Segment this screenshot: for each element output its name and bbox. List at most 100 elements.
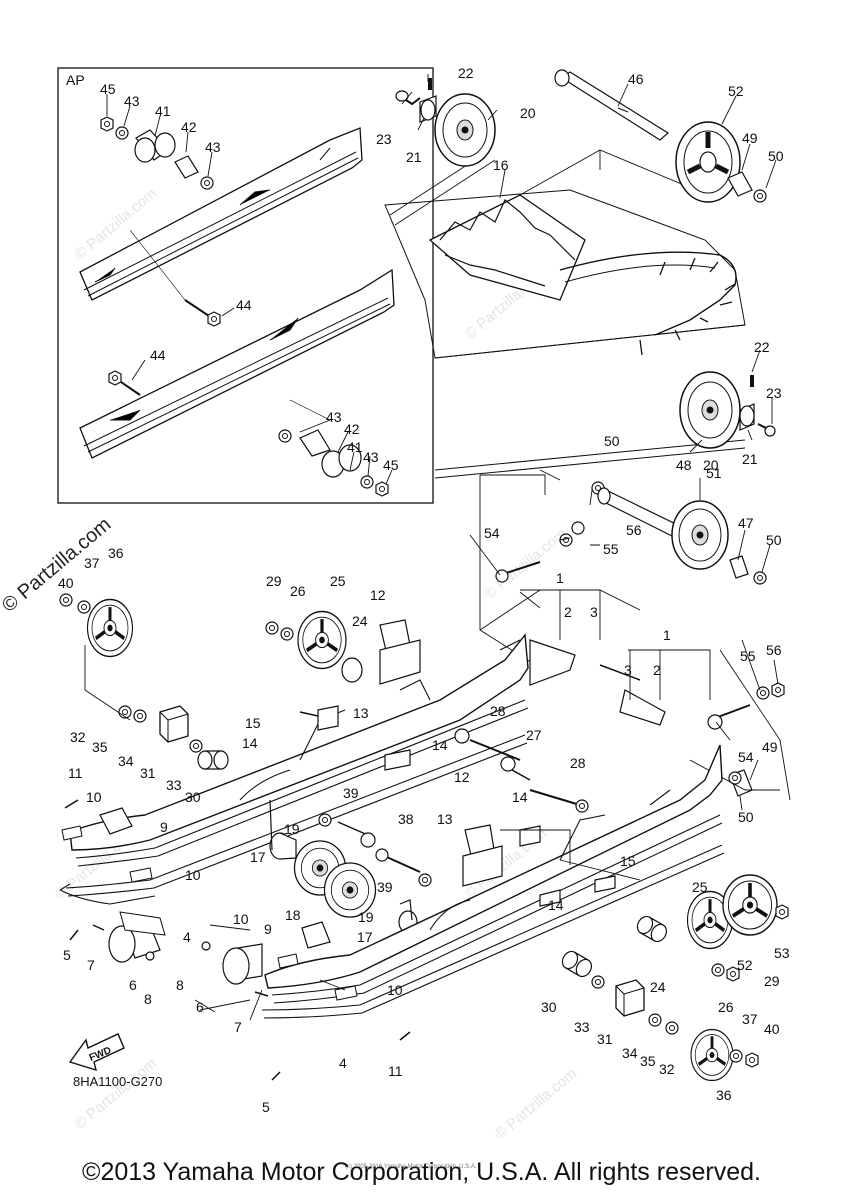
callout-number: 16 <box>493 157 509 173</box>
callout-number: 12 <box>370 587 386 603</box>
callout-number: 42 <box>344 421 360 437</box>
callout-number: 28 <box>570 755 586 771</box>
callout-number: 34 <box>118 753 134 769</box>
callout-number: 13 <box>353 705 369 721</box>
callout-number: 10 <box>86 789 102 805</box>
callout-number: 14 <box>548 897 564 913</box>
callout-number: 32 <box>659 1061 675 1077</box>
callout-number: 55 <box>603 541 619 557</box>
left-rail <box>59 593 779 1083</box>
callout-number: 13 <box>437 811 453 827</box>
callout-number: 17 <box>357 929 373 945</box>
inset-label: AP <box>66 72 85 88</box>
callout-number: 14 <box>242 735 258 751</box>
callout-number: 55 <box>740 648 756 664</box>
callout-number: 24 <box>352 613 368 629</box>
callout-number: 23 <box>766 385 782 401</box>
callout-number: 50 <box>768 148 784 164</box>
callout-number: 50 <box>604 433 620 449</box>
callout-number: 32 <box>70 729 86 745</box>
callout-number: 6 <box>129 977 137 993</box>
callout-number: 46 <box>628 71 644 87</box>
callout-number: 21 <box>742 451 758 467</box>
callout-number: 44 <box>236 297 252 313</box>
callout-number: 29 <box>266 573 282 589</box>
callout-number: 3 <box>624 662 632 678</box>
callout-number: 38 <box>398 811 414 827</box>
callout-number: 5 <box>262 1099 270 1115</box>
callout-number: 40 <box>764 1021 780 1037</box>
callout-number: 36 <box>108 545 124 561</box>
callout-number: 40 <box>58 575 74 591</box>
callout-number: 39 <box>343 785 359 801</box>
callout-number: 1 <box>663 627 671 643</box>
callout-number: 6 <box>196 999 204 1015</box>
callout-number: 35 <box>640 1053 656 1069</box>
callout-number: 8 <box>144 991 152 1007</box>
callout-number: 20 <box>520 105 536 121</box>
callout-number: 43 <box>124 93 140 109</box>
right-rail <box>69 591 789 1081</box>
callout-number: 37 <box>84 555 100 571</box>
callout-number: 41 <box>347 439 363 455</box>
callout-number: 10 <box>185 867 201 883</box>
fwd-arrow-icon: FWD <box>68 1033 125 1072</box>
callout-number: 23 <box>376 131 392 147</box>
callout-number: 28 <box>490 703 506 719</box>
callout-number: 21 <box>406 149 422 165</box>
callout-number: 25 <box>692 879 708 895</box>
callout-number: 2 <box>653 662 661 678</box>
tiny-credit: (c) 2005-2016 Yamaha Motor Corporation, … <box>345 1164 477 1170</box>
callout-number: 22 <box>458 65 474 81</box>
callout-number: 33 <box>166 777 182 793</box>
callout-number: 54 <box>738 749 754 765</box>
callout-number: 56 <box>766 642 782 658</box>
callout-number: 36 <box>716 1087 732 1103</box>
callout-number: 54 <box>484 525 500 541</box>
callout-number: 10 <box>233 911 249 927</box>
callout-number: 7 <box>87 957 95 973</box>
callout-number: 11 <box>388 1063 403 1079</box>
callout-number: 31 <box>140 765 156 781</box>
callout-number: 45 <box>100 81 116 97</box>
callout-number: 29 <box>764 973 780 989</box>
callout-number: 53 <box>774 945 790 961</box>
track-assembly <box>384 149 746 479</box>
callout-number: 17 <box>250 849 266 865</box>
callout-number: 25 <box>330 573 346 589</box>
callout-number: 35 <box>92 739 108 755</box>
callout-number: 56 <box>626 522 642 538</box>
callout-number: 50 <box>738 809 754 825</box>
callout-number: 14 <box>432 737 448 753</box>
callout-number: 42 <box>181 119 197 135</box>
callout-number: 31 <box>597 1031 613 1047</box>
callout-number: 52 <box>737 957 753 973</box>
callout-number: 15 <box>245 715 261 731</box>
callout-number: 51 <box>706 465 722 481</box>
callout-number: 45 <box>383 457 399 473</box>
callout-number: 22 <box>754 339 770 355</box>
callout-number: 30 <box>185 789 201 805</box>
inset-ap: AP <box>57 67 434 504</box>
callout-number: 43 <box>363 449 379 465</box>
callout-number: 43 <box>205 139 221 155</box>
callout-number: 20 <box>703 457 719 473</box>
callout-number: 27 <box>526 727 542 743</box>
callout-number: 52 <box>728 83 744 99</box>
callout-number: 44 <box>150 347 166 363</box>
callout-number: 50 <box>766 532 782 548</box>
callout-number: 12 <box>454 769 470 785</box>
callout-number: 41 <box>155 103 171 119</box>
callout-number: 26 <box>290 583 306 599</box>
callout-number: 3 <box>590 604 598 620</box>
callout-number: 19 <box>284 821 300 837</box>
callout-number: 48 <box>676 457 692 473</box>
callout-number: 49 <box>762 739 778 755</box>
callout-number: 26 <box>718 999 734 1015</box>
callout-number: 10 <box>387 982 403 998</box>
watermark-text: © Partzilla.com <box>492 1065 580 1143</box>
callout-number: 34 <box>622 1045 638 1061</box>
callout-number: 11 <box>68 765 83 781</box>
